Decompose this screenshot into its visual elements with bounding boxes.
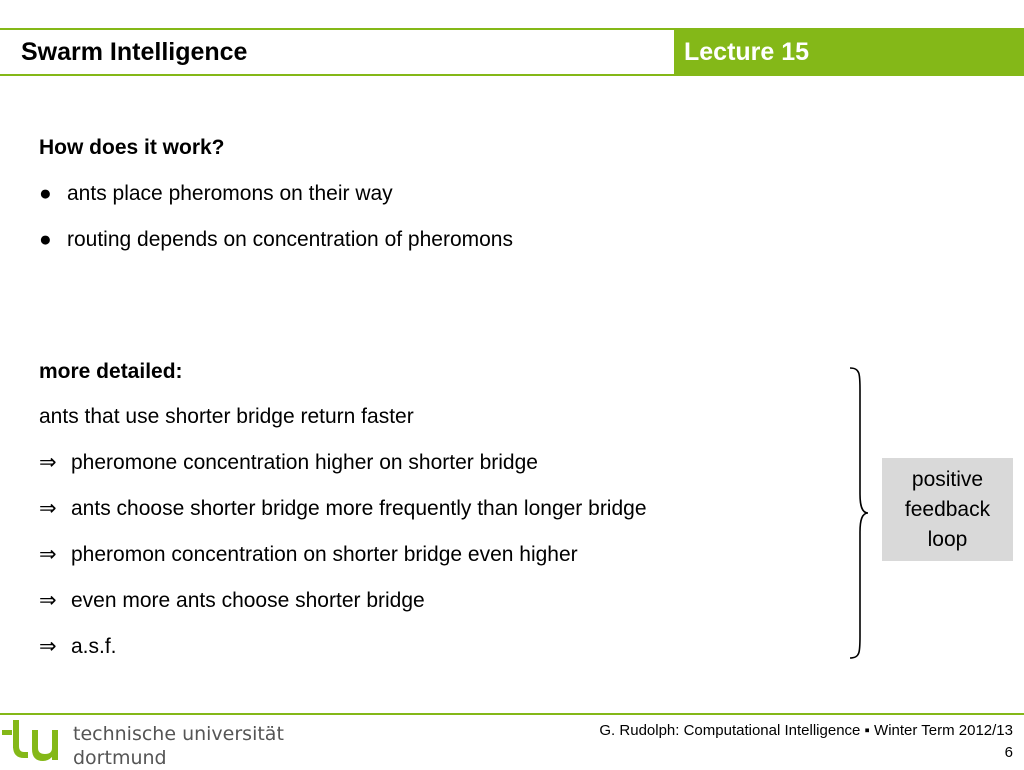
bullet-text: ants place pheromons on their way bbox=[67, 182, 393, 205]
page-number: 6 bbox=[1004, 744, 1013, 761]
bullet-icon: ● bbox=[39, 228, 52, 251]
section-heading-how: How does it work? bbox=[39, 136, 225, 159]
footer-rule bbox=[0, 713, 1024, 715]
implies-arrow-icon: ⇒ bbox=[39, 451, 57, 474]
header-top-rule bbox=[0, 28, 1024, 30]
step-text: ants choose shorter bridge more frequent… bbox=[71, 497, 647, 520]
step-text: a.s.f. bbox=[71, 635, 117, 658]
university-name-line1: technische universität bbox=[73, 723, 284, 745]
feedback-line: feedback bbox=[904, 497, 991, 521]
bullet-icon: ● bbox=[39, 182, 52, 205]
feedback-line: loop bbox=[927, 527, 968, 551]
step-text: even more ants choose shorter bridge bbox=[71, 589, 425, 612]
positive-feedback-box: positive feedback loop bbox=[882, 458, 1013, 561]
step-text: pheromon concentration on shorter bridge… bbox=[71, 543, 578, 566]
tu-dortmund-logo-icon bbox=[2, 720, 58, 761]
implies-arrow-icon: ⇒ bbox=[39, 543, 57, 566]
step-item: ⇒ a.s.f. bbox=[39, 634, 117, 660]
curly-brace-icon bbox=[849, 367, 869, 659]
step-item: ⇒ even more ants choose shorter bridge bbox=[39, 588, 425, 614]
implies-arrow-icon: ⇒ bbox=[39, 497, 57, 520]
intro-line: ants that use shorter bridge return fast… bbox=[39, 405, 414, 428]
university-name-line2: dortmund bbox=[73, 747, 167, 769]
feedback-line: positive bbox=[911, 467, 984, 491]
lecture-label: Lecture 15 bbox=[684, 38, 810, 66]
step-item: ⇒ ants choose shorter bridge more frequen… bbox=[39, 496, 647, 522]
lecture-badge: Lecture 15 bbox=[674, 30, 1024, 74]
footer-credit: G. Rudolph: Computational Intelligence ▪… bbox=[599, 722, 1013, 739]
step-item: ⇒ pheromone concentration higher on short… bbox=[39, 450, 538, 476]
section-heading-detailed: more detailed: bbox=[39, 360, 183, 383]
step-text: pheromone concentration higher on shorte… bbox=[71, 451, 538, 474]
step-item: ⇒ pheromon concentration on shorter bridg… bbox=[39, 542, 578, 568]
bullet-text: routing depends on concentration of pher… bbox=[67, 228, 513, 251]
implies-arrow-icon: ⇒ bbox=[39, 635, 57, 658]
university-name: technische universität dortmund bbox=[73, 722, 284, 770]
bullet-item: ● ants place pheromons on their way bbox=[39, 181, 393, 207]
slide-title: Swarm Intelligence bbox=[21, 38, 248, 66]
bullet-item: ● routing depends on concentration of phe… bbox=[39, 227, 513, 253]
implies-arrow-icon: ⇒ bbox=[39, 589, 57, 612]
header-bottom-rule bbox=[0, 74, 1024, 76]
